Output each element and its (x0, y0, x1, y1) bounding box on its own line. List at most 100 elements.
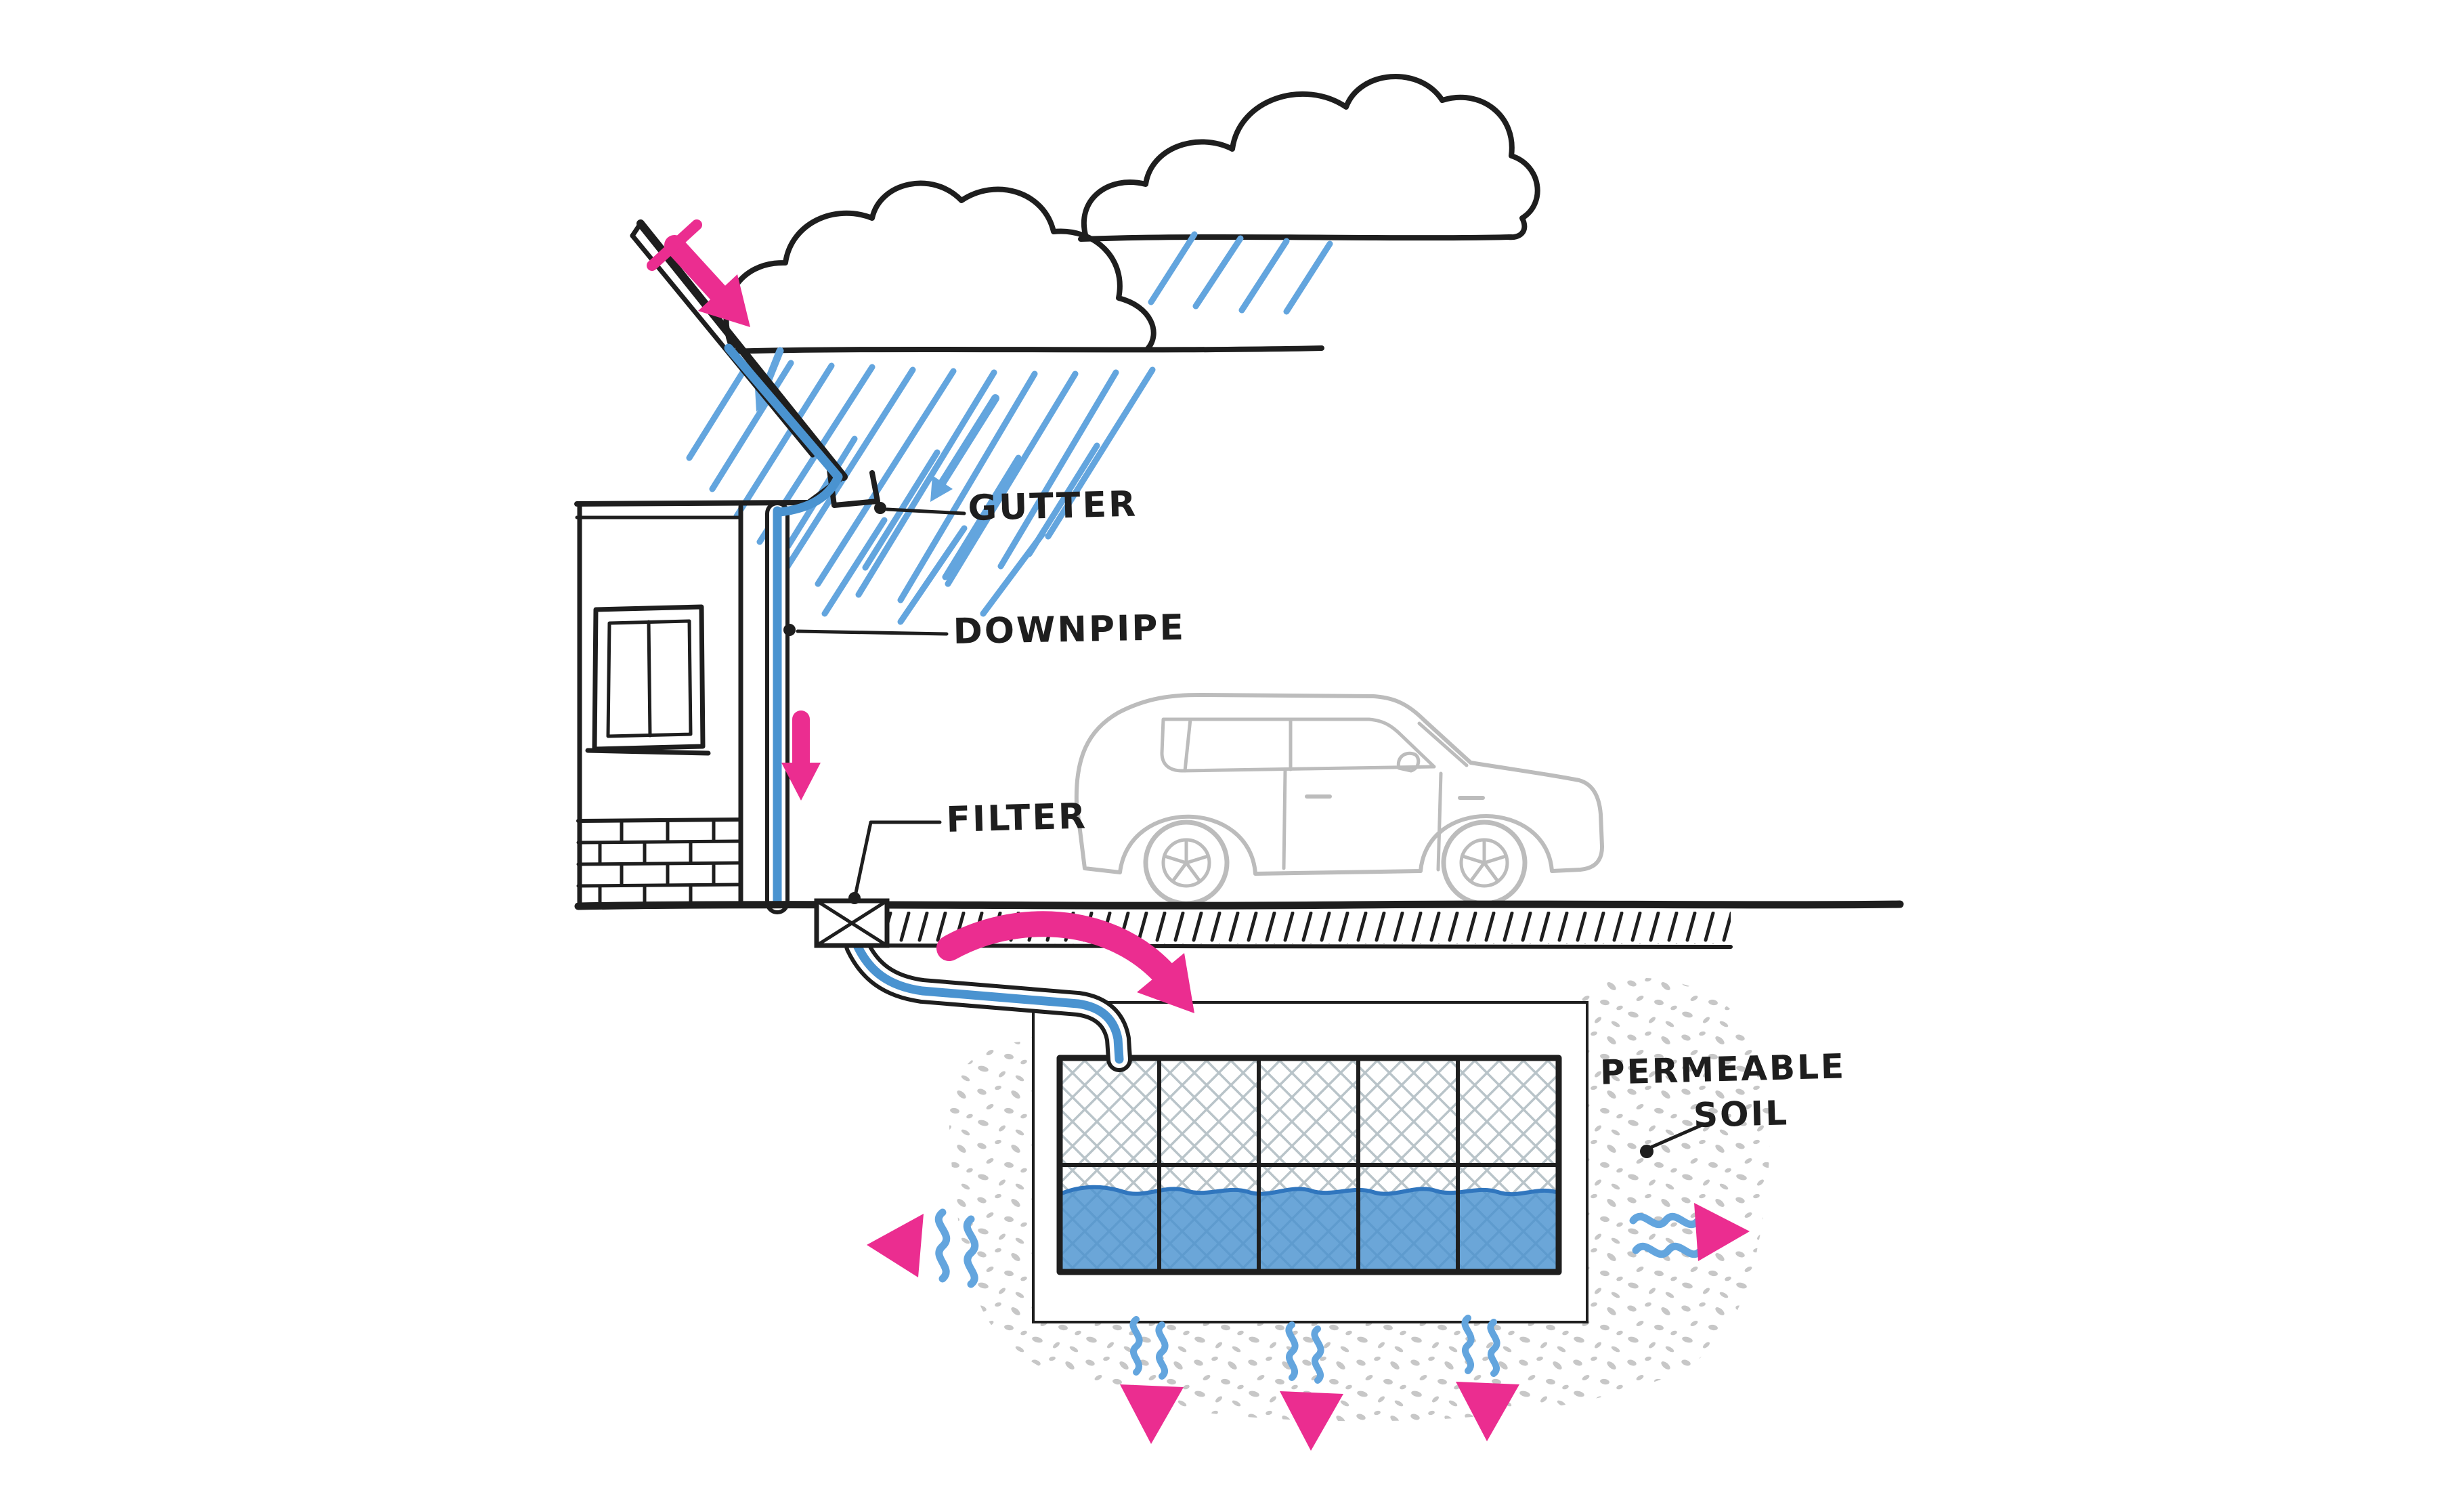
arrowhead (781, 763, 821, 801)
seepage-squiggle (1129, 1316, 1143, 1376)
soakaway (949, 977, 1770, 1422)
car-mirror (1396, 751, 1421, 773)
filter-dot (848, 892, 861, 904)
seepage-squiggle (1632, 1242, 1705, 1258)
filter-brace (815, 899, 889, 948)
rain-line (821, 517, 888, 617)
rain-line (1192, 235, 1244, 310)
car-side-glass (1160, 717, 1436, 773)
rain-arrow-shaft (938, 394, 999, 486)
infiltration-arrow-down-icon (1280, 1391, 1343, 1451)
seepage-squiggle (1629, 1212, 1702, 1229)
downpipe-dot (783, 624, 796, 636)
window-outer-frame (592, 604, 706, 752)
car-windshield-line (1417, 721, 1469, 767)
rain-line (1045, 366, 1156, 540)
window-sill (585, 748, 711, 756)
ground-line (574, 900, 1904, 910)
sky (686, 73, 1540, 625)
arrowhead (1137, 953, 1194, 1013)
roof-water-line (724, 343, 843, 517)
arrow-tail-bar (647, 219, 702, 271)
callouts: GUTTER DOWNPIPE FILTER PERMEABLE SOIL (783, 484, 1846, 1158)
arrowhead (698, 274, 750, 327)
brickwork (576, 818, 741, 906)
window-inner-frame (606, 619, 693, 738)
pavement-bottom-line (882, 943, 1733, 949)
permeable-soil-label-line2: SOIL (1693, 1093, 1789, 1135)
car-rear-wheel (1143, 820, 1230, 906)
permeable-soil-leader (1649, 1122, 1706, 1149)
rain-line (686, 357, 754, 461)
rain-line (1283, 240, 1333, 315)
filter-box (814, 898, 890, 948)
water-fill (1062, 1187, 1556, 1271)
gutter-leader (885, 507, 966, 515)
car-front-wheel (1441, 820, 1528, 906)
rain-line (980, 530, 1046, 617)
arrow-shaft (936, 911, 1175, 984)
rain-line (855, 369, 997, 598)
rain-arrow-icon (930, 394, 999, 502)
crate-grid-lines (1058, 1056, 1561, 1274)
car-quarter-line (1183, 717, 1192, 773)
filter-label: FILTER (946, 797, 1088, 841)
arrow-shaft (664, 235, 728, 303)
seepage-squiggle (934, 1208, 951, 1283)
rain-line (1148, 231, 1198, 305)
rain-line (997, 369, 1119, 570)
rain-line (815, 368, 957, 587)
brick-course-line (576, 839, 741, 845)
downpipe-flow-arrow (781, 710, 821, 801)
seepage-squiggle (963, 1215, 979, 1288)
inflow-arrow (936, 911, 1194, 1013)
water-surface-line (1060, 1185, 1558, 1197)
window (585, 604, 711, 756)
infiltration-right (1629, 1203, 1750, 1261)
seepage-squiggle (1285, 1321, 1299, 1381)
seepage-squiggle (1311, 1325, 1324, 1384)
rain-line (945, 370, 1079, 587)
infiltration-arrow-down-icon (1456, 1382, 1519, 1441)
cloud-left-base (726, 345, 1324, 354)
rain-line (783, 366, 916, 571)
car-door-line (1282, 769, 1287, 870)
pipe-water (852, 941, 1124, 1064)
gutter-dot (874, 502, 886, 514)
infiltration-left (867, 1208, 979, 1288)
car-door-line (1436, 771, 1443, 872)
car-body (1074, 693, 1604, 876)
seepage-squiggle (1155, 1321, 1169, 1380)
window-mullion (647, 620, 652, 738)
brick-joints (598, 819, 716, 906)
downpipe-label: DOWNPIPE (953, 608, 1186, 652)
infiltration-bottom (1120, 1315, 1519, 1451)
downpipe-leader (796, 629, 949, 636)
filter-leader (854, 820, 942, 895)
rain-line (1238, 238, 1290, 314)
underground-pipe (844, 933, 1132, 1072)
seepage-squiggle (1461, 1315, 1475, 1374)
cloud-left-icon (723, 180, 1157, 352)
fascia-line (574, 500, 811, 507)
car (1074, 693, 1604, 906)
rain-line (897, 370, 1038, 603)
cloud-right-icon (1081, 73, 1540, 240)
rain-line (942, 454, 1022, 580)
rain-line (709, 360, 794, 492)
rain-arrowhead (930, 475, 953, 502)
roof-line (636, 219, 848, 481)
roof-underline (630, 233, 815, 458)
seepage-squiggle (1487, 1319, 1500, 1377)
rain-line (897, 525, 968, 625)
infiltration-arrow-left-icon (867, 1214, 924, 1277)
roof-edge-cap (630, 221, 643, 238)
permeable-soil-label-line1: PERMEABLE (1599, 1046, 1846, 1092)
infiltration-arrow-right-icon (1694, 1203, 1750, 1261)
cloud-right-base (1078, 234, 1514, 242)
infiltration-arrow-down-icon (1120, 1384, 1184, 1444)
house (574, 219, 880, 906)
gutter-label: GUTTER (968, 484, 1138, 529)
